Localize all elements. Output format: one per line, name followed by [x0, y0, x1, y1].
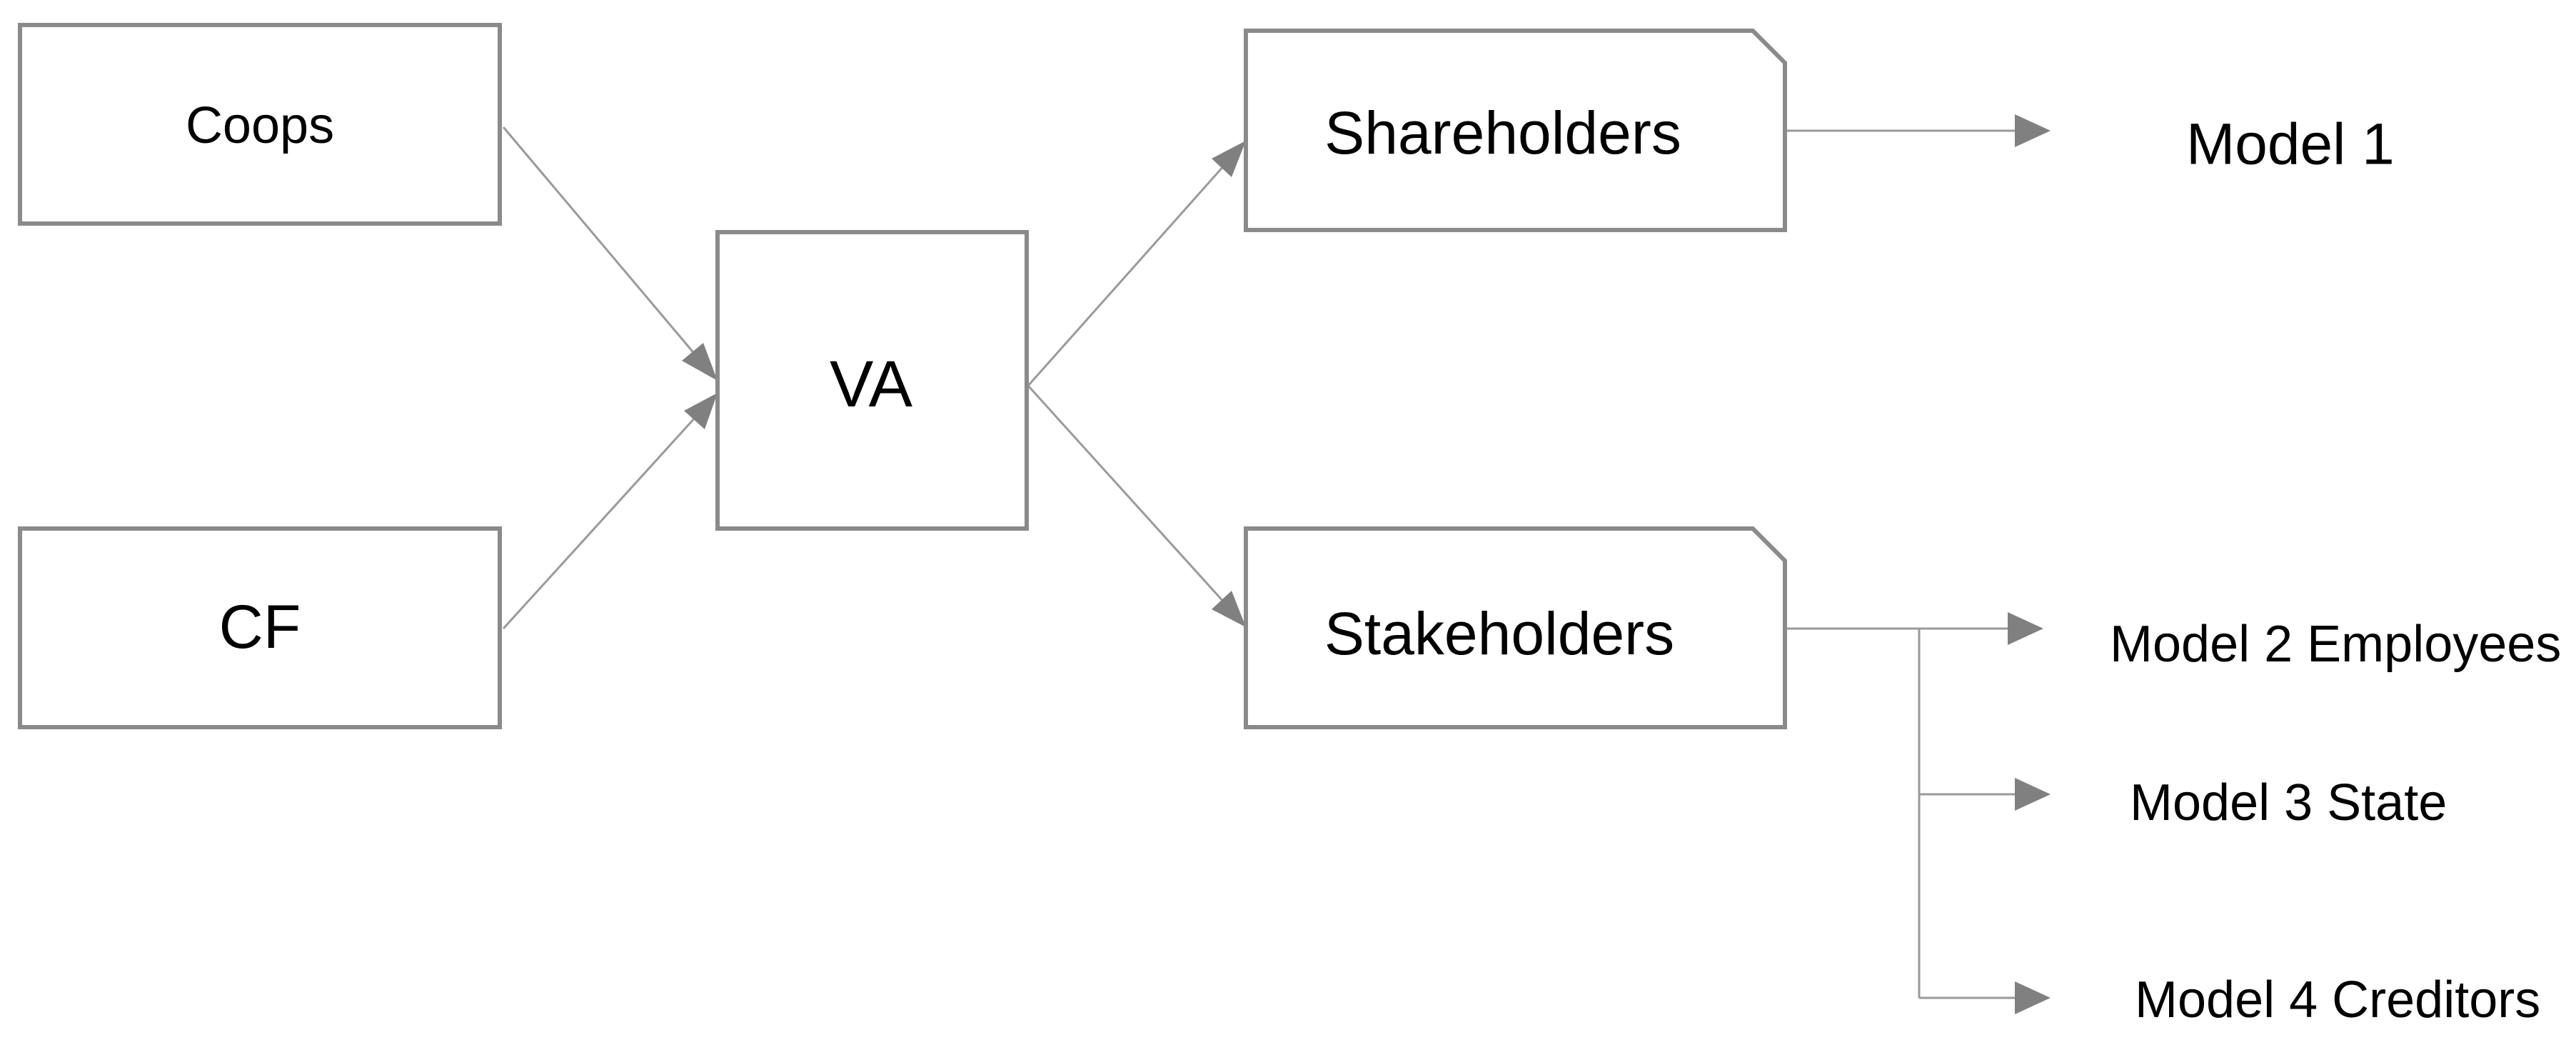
model-2-employees-label: Model 2 Employees	[2110, 616, 2561, 673]
edge-coops-to-va	[502, 126, 698, 356]
va-label: VA	[830, 348, 913, 421]
stakeholders-label: Stakeholders	[1324, 600, 1674, 667]
arrowhead-cf-to-va	[684, 393, 718, 429]
arrowhead-va-to-shareholders	[1212, 141, 1246, 177]
stakeholders-box	[1244, 526, 1787, 729]
arrowhead-model2	[2008, 612, 2043, 645]
model-3-state-label: Model 3 State	[2130, 774, 2447, 831]
va-box	[715, 230, 1029, 531]
model-4-creditors-label: Model 4 Creditors	[2135, 971, 2540, 1029]
arrowhead-coops-to-va	[682, 343, 718, 381]
shareholders-label: Shareholders	[1324, 99, 1681, 166]
node-cf: CF	[18, 526, 502, 729]
edge-va-to-shareholders	[1027, 164, 1227, 386]
outcome-labels: Model 1 Model 2 Employees Model 3 State …	[2110, 112, 2561, 1029]
node-coops: Coops	[18, 23, 502, 226]
shareholders-box	[1244, 29, 1787, 232]
coops-label: Coops	[186, 97, 334, 154]
edge-va-to-stakeholders	[1027, 384, 1227, 605]
arrowhead-model3	[2015, 778, 2051, 811]
cf-label: CF	[219, 593, 301, 661]
arrowhead-model1	[2015, 114, 2051, 147]
connectors	[502, 114, 2051, 1014]
arrowhead-va-to-stakeholders	[1212, 591, 1246, 627]
node-stakeholders: Stakeholders	[1244, 526, 1787, 729]
edge-cf-to-va	[502, 415, 698, 630]
arrowhead-model4	[2015, 981, 2051, 1014]
node-va: VA	[715, 230, 1029, 531]
cf-box	[18, 526, 502, 729]
coops-box	[18, 23, 502, 226]
node-shareholders: Shareholders	[1244, 29, 1787, 232]
model-1-label: Model 1	[2186, 112, 2395, 177]
